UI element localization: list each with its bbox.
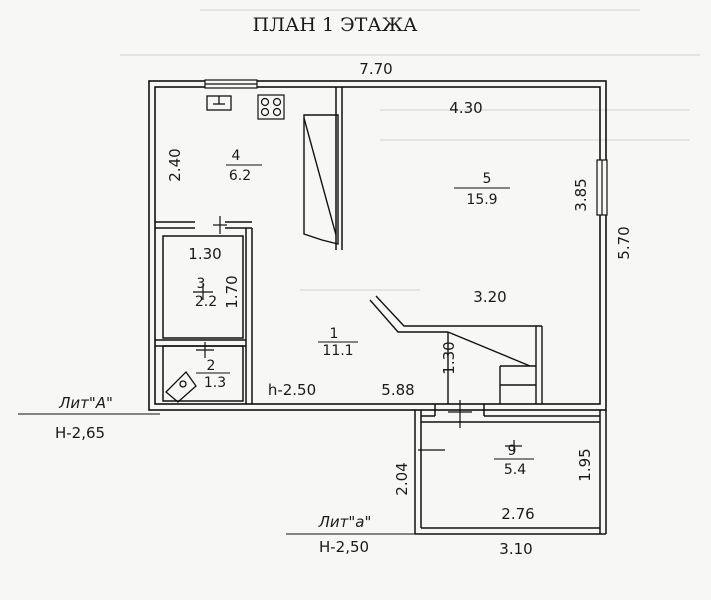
dimension-ticks (193, 216, 522, 452)
sink-icon (206, 95, 232, 111)
svg-text:15.9: 15.9 (466, 192, 497, 208)
annex-walls (414, 404, 607, 535)
dim-room5-width: 4.30 (449, 99, 482, 117)
svg-text:5: 5 (483, 171, 492, 187)
staircase (369, 295, 543, 404)
room-1-label: 1 11.1 (318, 326, 358, 359)
dim-room3-width: 1.30 (188, 245, 221, 263)
interior-walls (155, 87, 343, 404)
svg-text:Лит"а": Лит"а" (318, 513, 372, 531)
main-house-walls (148, 80, 607, 411)
svg-text:2.2: 2.2 (195, 294, 217, 310)
background-scan-lines (120, 9, 700, 291)
svg-text:Лит"А": Лит"А" (58, 394, 113, 412)
svg-text:1: 1 (330, 326, 339, 342)
svg-text:1.3: 1.3 (204, 375, 226, 391)
svg-text:H-2,50: H-2,50 (319, 538, 369, 556)
svg-text:6.2: 6.2 (229, 168, 251, 184)
dim-stair-width: 3.20 (473, 288, 506, 306)
svg-text:9: 9 (508, 443, 517, 459)
dim-room3-height: 1.70 (223, 275, 241, 308)
toilet-icon (165, 370, 197, 403)
lit-small-a-legend: Лит"а" H-2,50 (286, 513, 415, 556)
svg-text:5.4: 5.4 (504, 462, 526, 478)
room-9-label: 9 5.4 (494, 443, 534, 478)
room-5-label: 5 15.9 (454, 171, 510, 208)
dim-room4-height: 2.40 (166, 148, 184, 181)
svg-text:2: 2 (207, 358, 216, 374)
svg-text:H-2,65: H-2,65 (55, 424, 105, 442)
dim-stair-height: 1.30 (440, 341, 458, 374)
room-3-label: 3 2.2 (195, 276, 217, 310)
dim-room5-height: 3.85 (572, 178, 590, 211)
dim-annex-width: 3.10 (499, 540, 532, 558)
dim-right-height: 5.70 (615, 226, 633, 259)
stove-chimney (303, 114, 339, 245)
room-2-label: 2 1.3 (196, 358, 230, 391)
svg-text:4: 4 (232, 148, 241, 164)
room-4-label: 4 6.2 (226, 148, 262, 184)
top-window (204, 79, 258, 89)
ceiling-height: h-2.50 (268, 381, 316, 399)
dim-room1-width: 5.88 (381, 381, 414, 399)
svg-text:3: 3 (197, 276, 206, 292)
plan-title: ПЛАН 1 ЭТАЖА (253, 14, 418, 36)
dim-room9-width: 2.76 (501, 505, 534, 523)
dim-room9-height-right: 1.95 (576, 448, 594, 481)
dim-top-width: 7.70 (359, 60, 392, 78)
cooktop-icon (257, 94, 285, 120)
dim-room9-height-left: 2.04 (393, 462, 411, 495)
lit-a-legend: Лит"А" H-2,65 (18, 394, 160, 442)
svg-text:11.1: 11.1 (322, 343, 353, 359)
right-window (596, 159, 608, 216)
